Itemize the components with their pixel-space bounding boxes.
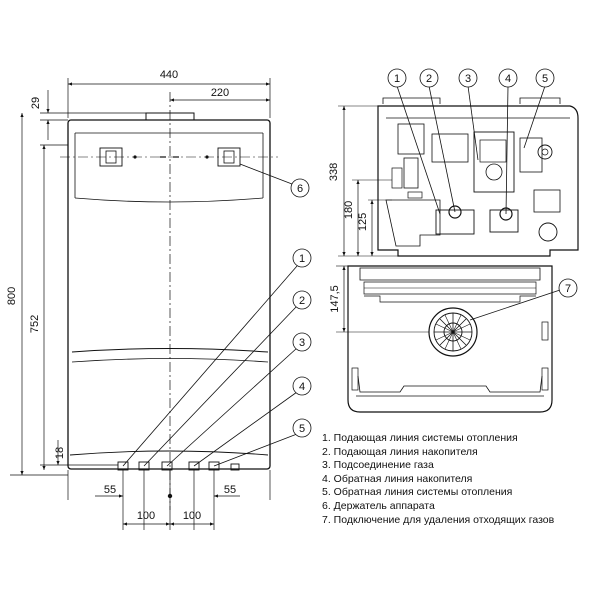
callout-7: 7 bbox=[565, 283, 571, 295]
legend-item-1: 1. Подающая линия системы отопления bbox=[322, 432, 518, 444]
internal-callouts bbox=[387, 68, 555, 215]
internal-dimension-labels: 338 180 125 bbox=[328, 163, 369, 231]
front-callout-labels: 6 1 2 3 4 5 bbox=[297, 183, 305, 435]
callout-3: 3 bbox=[299, 337, 305, 349]
dim-220: 220 bbox=[211, 87, 229, 99]
bottom-view bbox=[336, 265, 553, 413]
callout-1: 1 bbox=[299, 253, 305, 265]
legend: 1. Подающая линия системы отопления 2. П… bbox=[322, 432, 597, 527]
dim-18: 18 bbox=[54, 447, 66, 459]
internal-housing bbox=[377, 105, 579, 257]
legend-item-3: 3. Подсоединение газа bbox=[322, 459, 434, 472]
dim-147-5: 147,5 bbox=[329, 285, 341, 313]
front-dimensions bbox=[10, 78, 271, 530]
dim-752: 752 bbox=[29, 315, 41, 333]
dim-338: 338 bbox=[328, 163, 340, 181]
callout-top-5: 5 bbox=[542, 73, 548, 85]
dim-29: 29 bbox=[30, 97, 42, 109]
callout-2: 2 bbox=[299, 295, 305, 307]
callout-top-1: 1 bbox=[394, 73, 400, 85]
callout-top-2: 2 bbox=[426, 73, 432, 85]
front-dimension-labels: 440 220 29 800 752 18 55 55 100 100 bbox=[6, 69, 236, 522]
internal-view bbox=[338, 97, 579, 257]
dim-100-left: 100 bbox=[137, 510, 155, 522]
dim-180: 180 bbox=[343, 201, 355, 219]
internal-callout-labels: 1 2 3 4 5 bbox=[394, 73, 548, 85]
dim-800: 800 bbox=[6, 287, 18, 305]
legend-item-2: 2. Подающая линия накопителя bbox=[322, 445, 478, 458]
internal-dimensions bbox=[342, 106, 374, 256]
legend-item-6: 6. Держатель аппарата bbox=[322, 499, 435, 512]
callout-top-4: 4 bbox=[505, 73, 511, 85]
dim-100-right: 100 bbox=[183, 510, 201, 522]
legend-item-5: 5. Обратная линия системы отопления bbox=[322, 486, 513, 499]
dim-55-right: 55 bbox=[224, 484, 236, 496]
dim-55-left: 55 bbox=[104, 484, 116, 496]
dim-440: 440 bbox=[160, 69, 178, 81]
flue-outlet bbox=[428, 307, 478, 357]
callout-6: 6 bbox=[297, 183, 303, 195]
legend-item-4: 4. Обратная линия накопителя bbox=[322, 472, 473, 485]
boiler-housing-front bbox=[67, 119, 271, 470]
callout-4: 4 bbox=[299, 381, 305, 393]
front-view bbox=[60, 92, 278, 510]
front-callouts bbox=[122, 163, 312, 467]
legend-item-7: 7. Подключение для удаления отходящих га… bbox=[322, 513, 555, 526]
bottom-callout bbox=[469, 278, 578, 321]
dim-125: 125 bbox=[357, 213, 369, 231]
callout-5: 5 bbox=[299, 423, 305, 435]
callout-top-3: 3 bbox=[465, 73, 471, 85]
